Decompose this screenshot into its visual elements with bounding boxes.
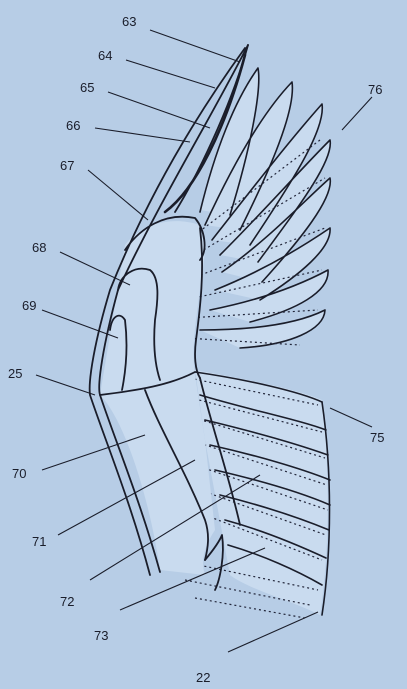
label-76: 76 xyxy=(368,82,382,97)
label-69: 69 xyxy=(22,298,36,313)
label-68: 68 xyxy=(32,240,46,255)
primary-feathers xyxy=(200,68,330,348)
secondary-feathers xyxy=(195,370,330,615)
label-70: 70 xyxy=(12,466,26,481)
label-64: 64 xyxy=(98,48,112,63)
label-71: 71 xyxy=(32,534,46,549)
label-65: 65 xyxy=(80,80,94,95)
label-66: 66 xyxy=(66,118,80,133)
label-72: 72 xyxy=(60,594,74,609)
label-75: 75 xyxy=(370,430,384,445)
label-67: 67 xyxy=(60,158,74,173)
label-22: 22 xyxy=(196,670,210,685)
label-25: 25 xyxy=(8,366,22,381)
label-63: 63 xyxy=(122,14,136,29)
part-labels: 63 64 65 66 67 68 69 25 70 71 72 73 22 7… xyxy=(8,14,384,685)
label-73: 73 xyxy=(94,628,108,643)
